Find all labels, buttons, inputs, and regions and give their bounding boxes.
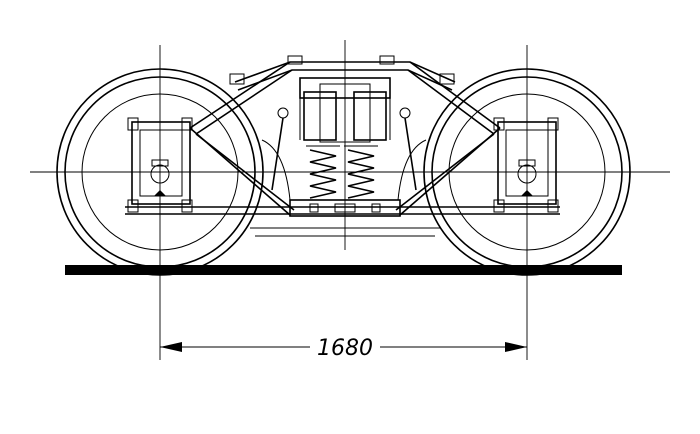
hanger-links [250, 107, 440, 237]
dimension-arrow-left [160, 342, 182, 352]
truss-frame [125, 55, 560, 216]
bolster [289, 77, 401, 217]
right-journal-box [493, 117, 559, 213]
centerlines [30, 40, 670, 360]
rail [65, 265, 622, 275]
springs [306, 145, 378, 199]
dimension-line: 1680 [160, 336, 527, 361]
left-journal-box [127, 117, 193, 213]
dimension-arrow-right [505, 342, 527, 352]
dimension-label: 1680 [317, 336, 373, 361]
